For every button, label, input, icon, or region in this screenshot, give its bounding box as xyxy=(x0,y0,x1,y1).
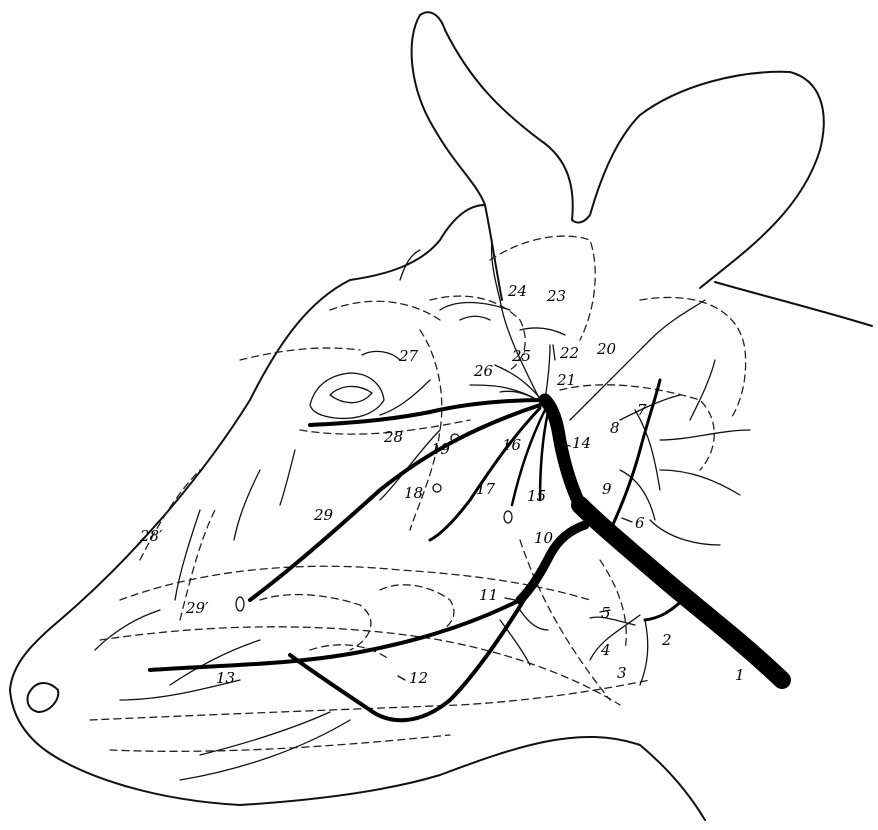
label-28: 28 xyxy=(383,428,403,446)
label-18: 18 xyxy=(404,484,423,502)
label-19: 19 xyxy=(431,440,451,458)
label-6: 6 xyxy=(635,514,645,532)
label-9: 9 xyxy=(602,480,612,498)
reference-labels: 1 2 3 4 5 6 7 8 9 10 11 12 13 14 15 16 1… xyxy=(139,282,745,687)
label-23: 23 xyxy=(546,287,566,305)
label-3: 3 xyxy=(617,664,627,682)
label-4: 4 xyxy=(600,641,611,659)
label-21: 21 xyxy=(556,371,576,389)
label-10: 10 xyxy=(534,529,554,547)
minor-vessels xyxy=(95,240,750,780)
label-29-prime: 29′ xyxy=(185,599,209,617)
label-1: 1 xyxy=(735,666,745,684)
label-25: 25 xyxy=(511,347,531,365)
label-29: 29 xyxy=(313,506,334,524)
foramen-16 xyxy=(504,511,512,523)
label-12: 12 xyxy=(409,669,428,687)
label-7: 7 xyxy=(637,401,647,419)
label-28-prime: 28′ xyxy=(139,527,163,545)
label-17: 17 xyxy=(476,480,496,498)
label-2: 2 xyxy=(661,631,672,649)
major-vessels xyxy=(150,380,782,720)
label-8: 8 xyxy=(610,419,620,437)
label-24: 24 xyxy=(507,282,527,300)
label-16: 16 xyxy=(502,436,522,454)
label-22: 22 xyxy=(559,344,579,362)
label-20: 20 xyxy=(596,340,617,358)
label-11: 11 xyxy=(479,586,498,604)
label-27: 27 xyxy=(398,347,419,365)
label-26: 26 xyxy=(473,362,494,380)
foramen-29prime xyxy=(236,597,244,611)
vessel-28-branch xyxy=(310,400,545,425)
label-15: 15 xyxy=(527,487,546,505)
label-13: 13 xyxy=(216,669,235,687)
label-14: 14 xyxy=(572,434,591,452)
foramen-18 xyxy=(433,484,441,492)
label-5: 5 xyxy=(601,604,611,622)
